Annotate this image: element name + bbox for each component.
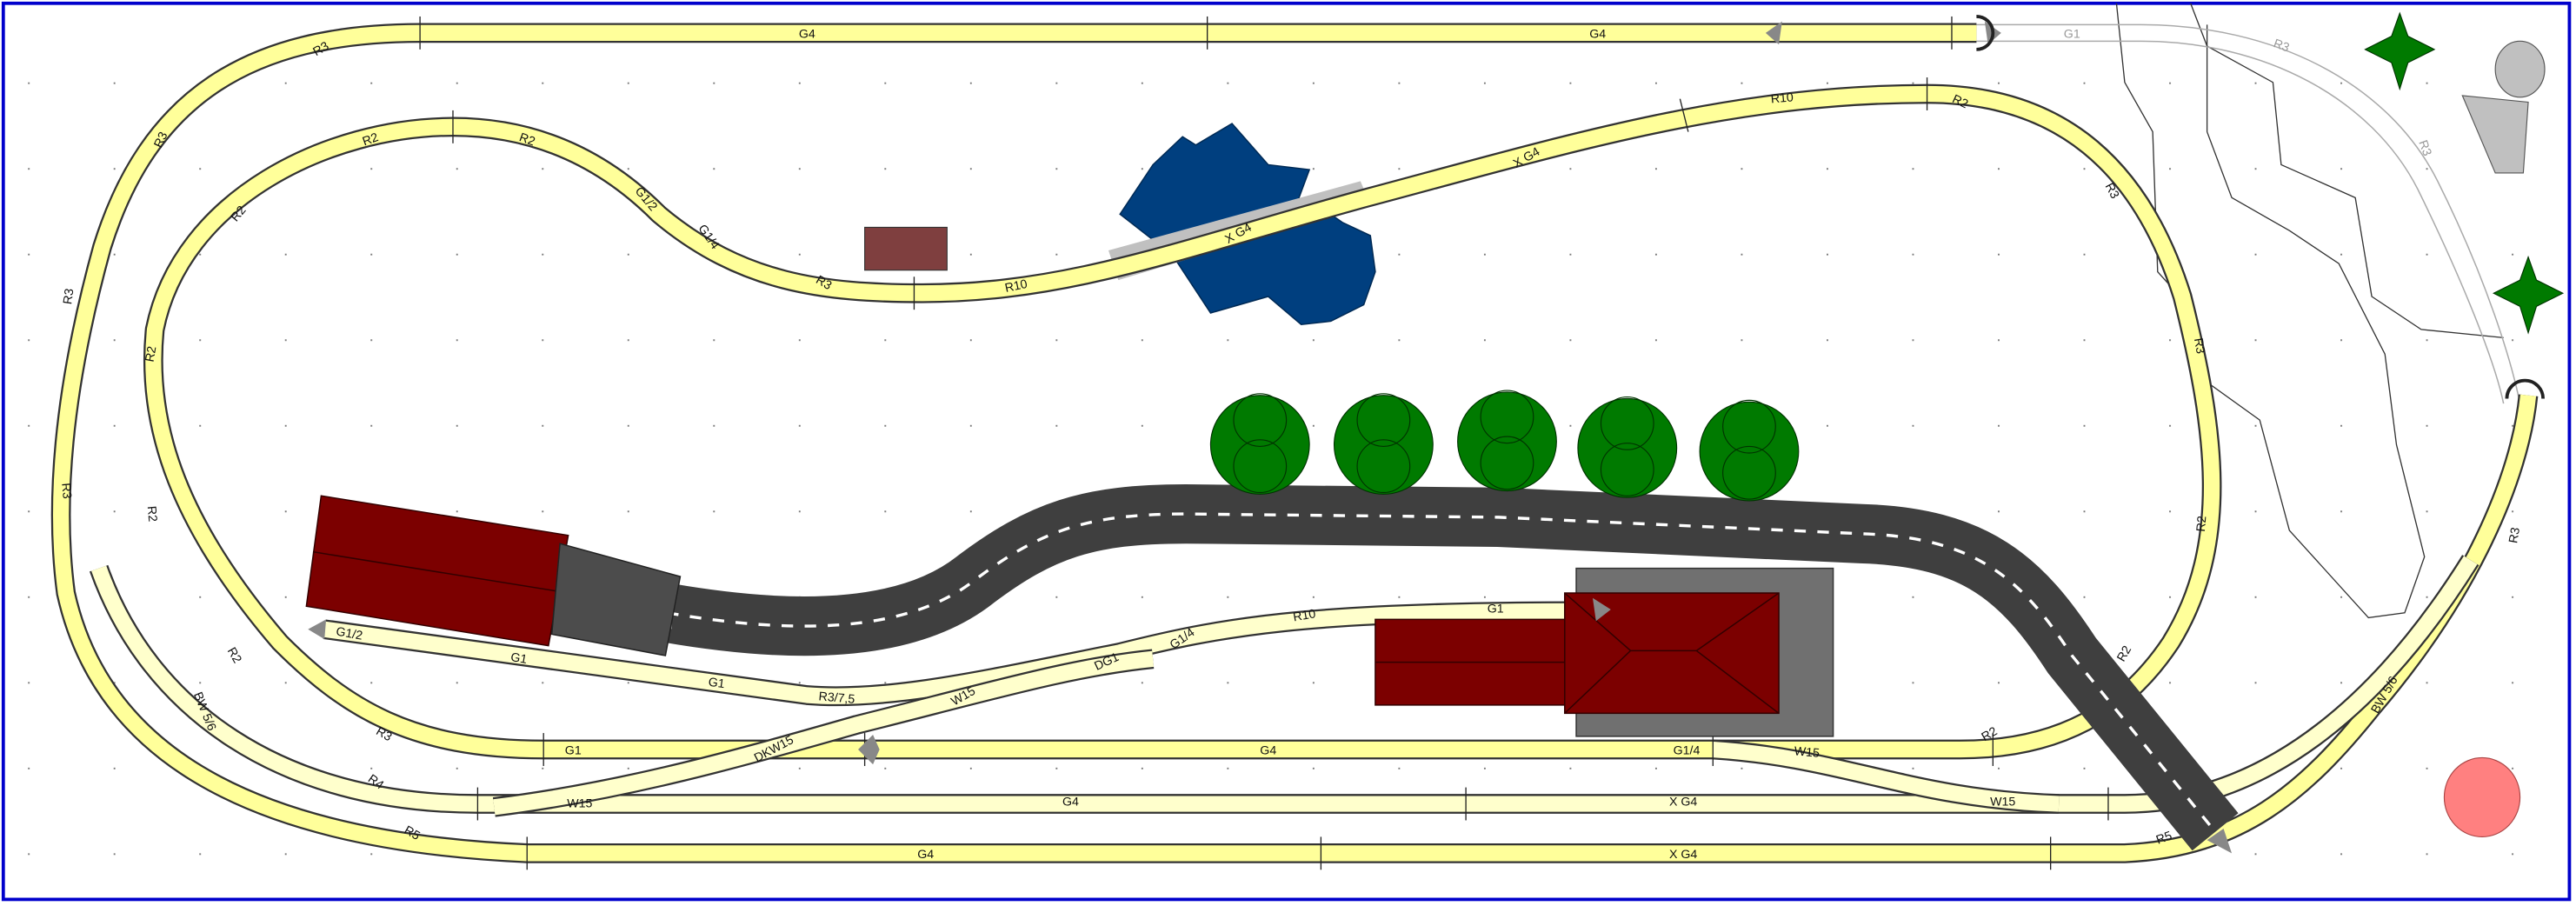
track-label: G4 bbox=[1062, 795, 1079, 809]
track-label: R3 bbox=[61, 288, 77, 305]
track-label: G4 bbox=[799, 28, 815, 42]
track-label: G4 bbox=[1589, 28, 1606, 42]
track-label: R5 bbox=[402, 823, 423, 843]
conifer-icon bbox=[2493, 255, 2565, 335]
track-label: X G4 bbox=[1669, 795, 1697, 809]
track-inner-loop[interactable] bbox=[143, 83, 2222, 760]
roof-ridge bbox=[312, 550, 559, 592]
track-outer-loop[interactable] bbox=[50, 23, 2539, 863]
track-label: R3 bbox=[310, 39, 331, 59]
small-building[interactable] bbox=[864, 226, 948, 271]
track-label: G1 bbox=[565, 744, 582, 758]
track-siding[interactable] bbox=[323, 601, 1581, 707]
track-label: G4 bbox=[917, 848, 934, 862]
track-label: G1 bbox=[509, 650, 529, 667]
track-connector-icon[interactable] bbox=[2505, 378, 2546, 399]
track-label: R2 bbox=[1950, 92, 1970, 111]
track-labels: G4 G4 G1 R3 R3 R3 R3 R2 R2 G1/2 G1/4 R3 … bbox=[58, 28, 2523, 862]
track-label: R3 bbox=[374, 724, 395, 744]
track-label: W15 bbox=[1990, 795, 2015, 809]
track-label: G4 bbox=[1260, 744, 1276, 758]
track-label: G1 bbox=[2064, 28, 2080, 42]
shed-annex[interactable] bbox=[550, 543, 682, 656]
track-label: G1/2 bbox=[335, 625, 363, 643]
track-joints bbox=[419, 16, 2109, 870]
tree-icon bbox=[1699, 399, 1800, 502]
track-end-arrow-icon bbox=[1592, 597, 1611, 622]
track-label: R2 bbox=[224, 645, 244, 666]
conifer-icon bbox=[2364, 11, 2436, 91]
track-label: R3 bbox=[2102, 181, 2122, 202]
track-label: X G4 bbox=[1669, 848, 1697, 862]
track-end-arrow-icon bbox=[308, 619, 327, 640]
shed-roof[interactable] bbox=[305, 495, 569, 647]
track-label: R3/7,5 bbox=[818, 689, 855, 707]
buffer-stop-icon bbox=[858, 734, 880, 765]
tree-row bbox=[1209, 390, 1800, 502]
track-label: W15 bbox=[567, 796, 592, 810]
gray-round-object[interactable] bbox=[2494, 40, 2546, 98]
track-label: R10 bbox=[1003, 277, 1028, 296]
track-label: R5 bbox=[2154, 829, 2174, 847]
tree-icon bbox=[1333, 393, 1434, 495]
track-label: R2 bbox=[1980, 724, 2000, 744]
gray-trapezoid-object[interactable] bbox=[2461, 95, 2529, 174]
track-label: R4 bbox=[365, 772, 386, 793]
track-label: R3 bbox=[814, 273, 835, 293]
hidden-track bbox=[1976, 23, 2521, 404]
track-label: R10 bbox=[1292, 607, 1317, 624]
track-label: R2 bbox=[144, 505, 160, 523]
track-connector-icon[interactable] bbox=[1976, 15, 1995, 51]
track-label: R3 bbox=[2415, 138, 2433, 158]
track-crossover[interactable] bbox=[492, 649, 2060, 817]
track-label: W15 bbox=[1794, 744, 1821, 760]
track-label: R2 bbox=[143, 345, 160, 363]
track-label: R2 bbox=[2114, 643, 2134, 664]
track-label: R3 bbox=[2191, 336, 2207, 355]
tree-icon bbox=[1209, 393, 1310, 495]
road-end-arrow-icon bbox=[2207, 828, 2233, 854]
track-label: R3 bbox=[58, 483, 74, 500]
track-label: R2 bbox=[361, 130, 381, 149]
track-label: R3 bbox=[151, 130, 170, 150]
track-label: R2 bbox=[517, 130, 537, 149]
tree-icon bbox=[1577, 396, 1678, 498]
track-label: R3 bbox=[2272, 37, 2292, 55]
track-label: R2 bbox=[2194, 516, 2210, 533]
track-end-arrow-icon bbox=[1765, 21, 1782, 45]
track-label: R3 bbox=[2506, 526, 2523, 544]
track-label: R10 bbox=[1770, 90, 1794, 106]
track-label: G1/4 bbox=[1674, 744, 1701, 758]
track-label: G1 bbox=[708, 676, 726, 691]
track-label: G1 bbox=[1488, 603, 1504, 616]
marker-circle[interactable] bbox=[2443, 756, 2521, 837]
tree-icon bbox=[1457, 390, 1557, 492]
